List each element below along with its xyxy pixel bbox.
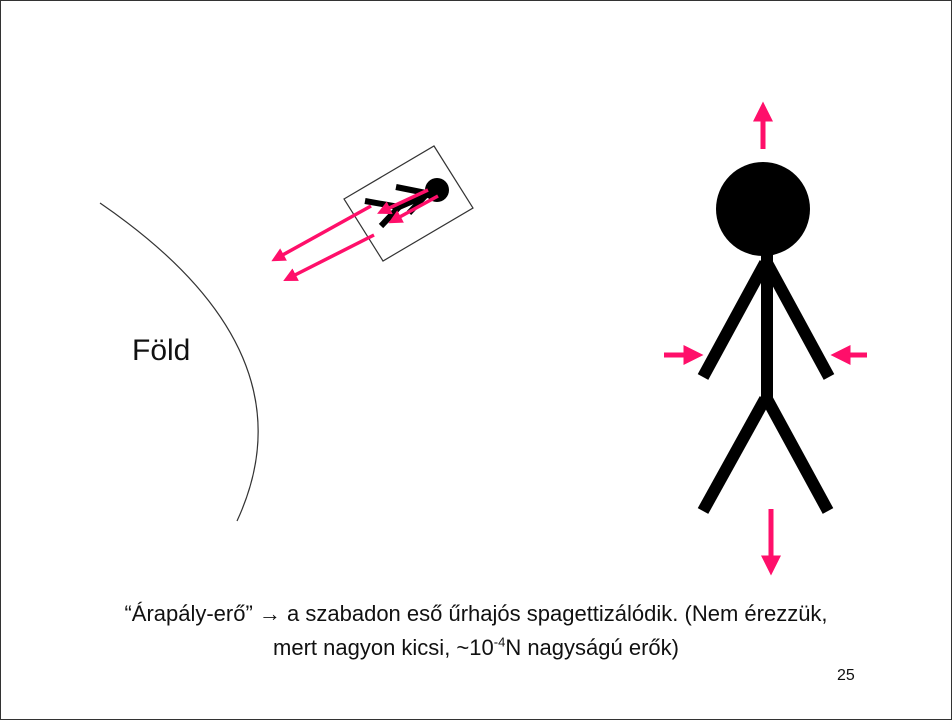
small-astronaut-group: [271, 145, 474, 281]
large-force-arrows: [664, 101, 867, 576]
force-arrow-short-1: [377, 188, 429, 215]
small-figure-icon: [364, 178, 449, 229]
large-figure-icon: [697, 162, 835, 514]
caption-exponent: -4: [493, 634, 506, 650]
force-arrow-short-2: [388, 194, 439, 224]
force-arrow-long-1: [271, 204, 372, 262]
caption-line-2: mert nagyon kicsi, ~10-4N nagyságú erők): [41, 631, 911, 665]
earth-arc: [99, 202, 259, 522]
caption: “Árapály-erő” → a szabadon eső űrhajós s…: [41, 597, 911, 665]
astronaut-frame: [343, 145, 474, 262]
caption-line-2-end: N nagyságú erők): [505, 635, 679, 660]
small-force-arrows: [271, 188, 439, 281]
caption-line-1: “Árapály-erő” → a szabadon eső űrhajós s…: [124, 601, 828, 626]
page-number: 25: [837, 667, 855, 684]
earth-label: Föld: [132, 334, 191, 367]
force-arrow-long-2: [283, 233, 375, 281]
caption-line-2-start: mert nagyon kicsi, ~10: [273, 635, 494, 660]
